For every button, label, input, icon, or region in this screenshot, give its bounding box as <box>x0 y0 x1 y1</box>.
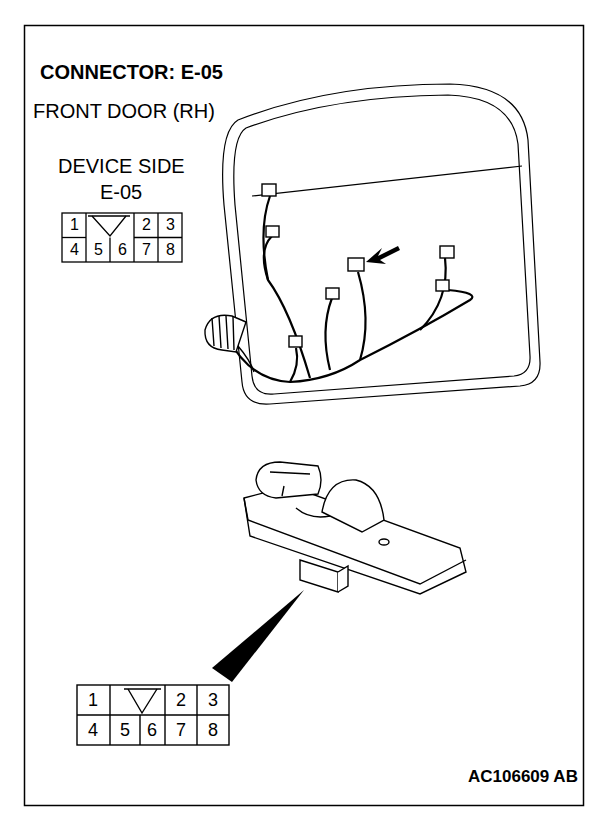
connector-title: CONNECTOR: E-05 <box>40 60 223 84</box>
connector <box>289 336 302 347</box>
pin-number: 2 <box>176 689 186 711</box>
key-mark <box>124 688 161 689</box>
leader-wedge <box>212 590 304 682</box>
pin-number: 1 <box>70 215 79 235</box>
cell-line <box>110 714 165 715</box>
switch-detail <box>296 508 330 517</box>
pin-number: 7 <box>176 719 186 741</box>
connector-face-large <box>77 685 229 745</box>
pin-number: 5 <box>120 719 130 741</box>
wire <box>325 298 332 370</box>
pin-number: 8 <box>208 719 218 741</box>
cell-line <box>164 685 165 745</box>
door-outline <box>223 84 540 404</box>
wire <box>358 272 366 360</box>
pointer-arrow <box>366 246 400 264</box>
key-mark <box>88 215 130 216</box>
connector-face-small <box>62 213 182 262</box>
figure-code: AC106609 AB <box>468 766 578 787</box>
harness-connectors <box>262 184 454 347</box>
connector-outline <box>62 213 182 262</box>
grommet <box>205 315 254 372</box>
wire <box>238 346 254 372</box>
cell-line <box>62 237 86 238</box>
connector <box>262 184 276 196</box>
pin-number: 3 <box>166 215 175 235</box>
wire <box>263 196 270 280</box>
connector <box>326 288 339 299</box>
pin-number: 1 <box>88 689 98 711</box>
pin-number: 6 <box>147 719 157 741</box>
switch-knob <box>256 462 321 498</box>
wire <box>264 236 310 378</box>
wire <box>420 258 446 330</box>
connector <box>348 258 364 271</box>
key-mark <box>128 689 157 713</box>
connector <box>440 246 454 258</box>
knob-detail <box>270 472 310 496</box>
cell-line <box>157 213 158 262</box>
cell-line <box>109 238 110 263</box>
key-mark <box>92 216 126 236</box>
cell-line <box>109 685 110 745</box>
connector <box>266 226 279 237</box>
pin-number: 7 <box>142 240 151 260</box>
cell-line <box>133 213 134 262</box>
location-label: FRONT DOOR (RH) <box>33 99 215 123</box>
grommet-body <box>205 315 246 352</box>
pin-number: 8 <box>166 240 175 260</box>
switch-detail <box>379 539 389 545</box>
cell-line <box>85 213 86 262</box>
window-switch <box>244 462 466 594</box>
wire <box>228 290 472 382</box>
connector-stub <box>338 566 348 592</box>
switch-hump <box>322 480 384 532</box>
connector-id: E-05 <box>100 180 142 204</box>
grommet-ribs <box>212 316 234 350</box>
pin-number: 5 <box>94 240 103 260</box>
connector <box>436 280 449 291</box>
cell-line <box>196 685 197 745</box>
wire <box>290 348 297 382</box>
wiring-harness <box>228 196 472 382</box>
cell-line <box>139 715 140 745</box>
connector-outline <box>77 685 229 745</box>
pin-number: 2 <box>142 215 151 235</box>
window-line <box>252 166 522 196</box>
door-panel <box>223 84 540 404</box>
pin-number: 3 <box>208 689 218 711</box>
frame <box>25 26 584 806</box>
pin-number: 4 <box>88 719 98 741</box>
pin-number: 6 <box>118 240 127 260</box>
cell-line <box>77 714 110 715</box>
connector-stub <box>300 560 338 592</box>
pin-number: 4 <box>70 240 79 260</box>
view-label: DEVICE SIDE <box>58 154 185 178</box>
